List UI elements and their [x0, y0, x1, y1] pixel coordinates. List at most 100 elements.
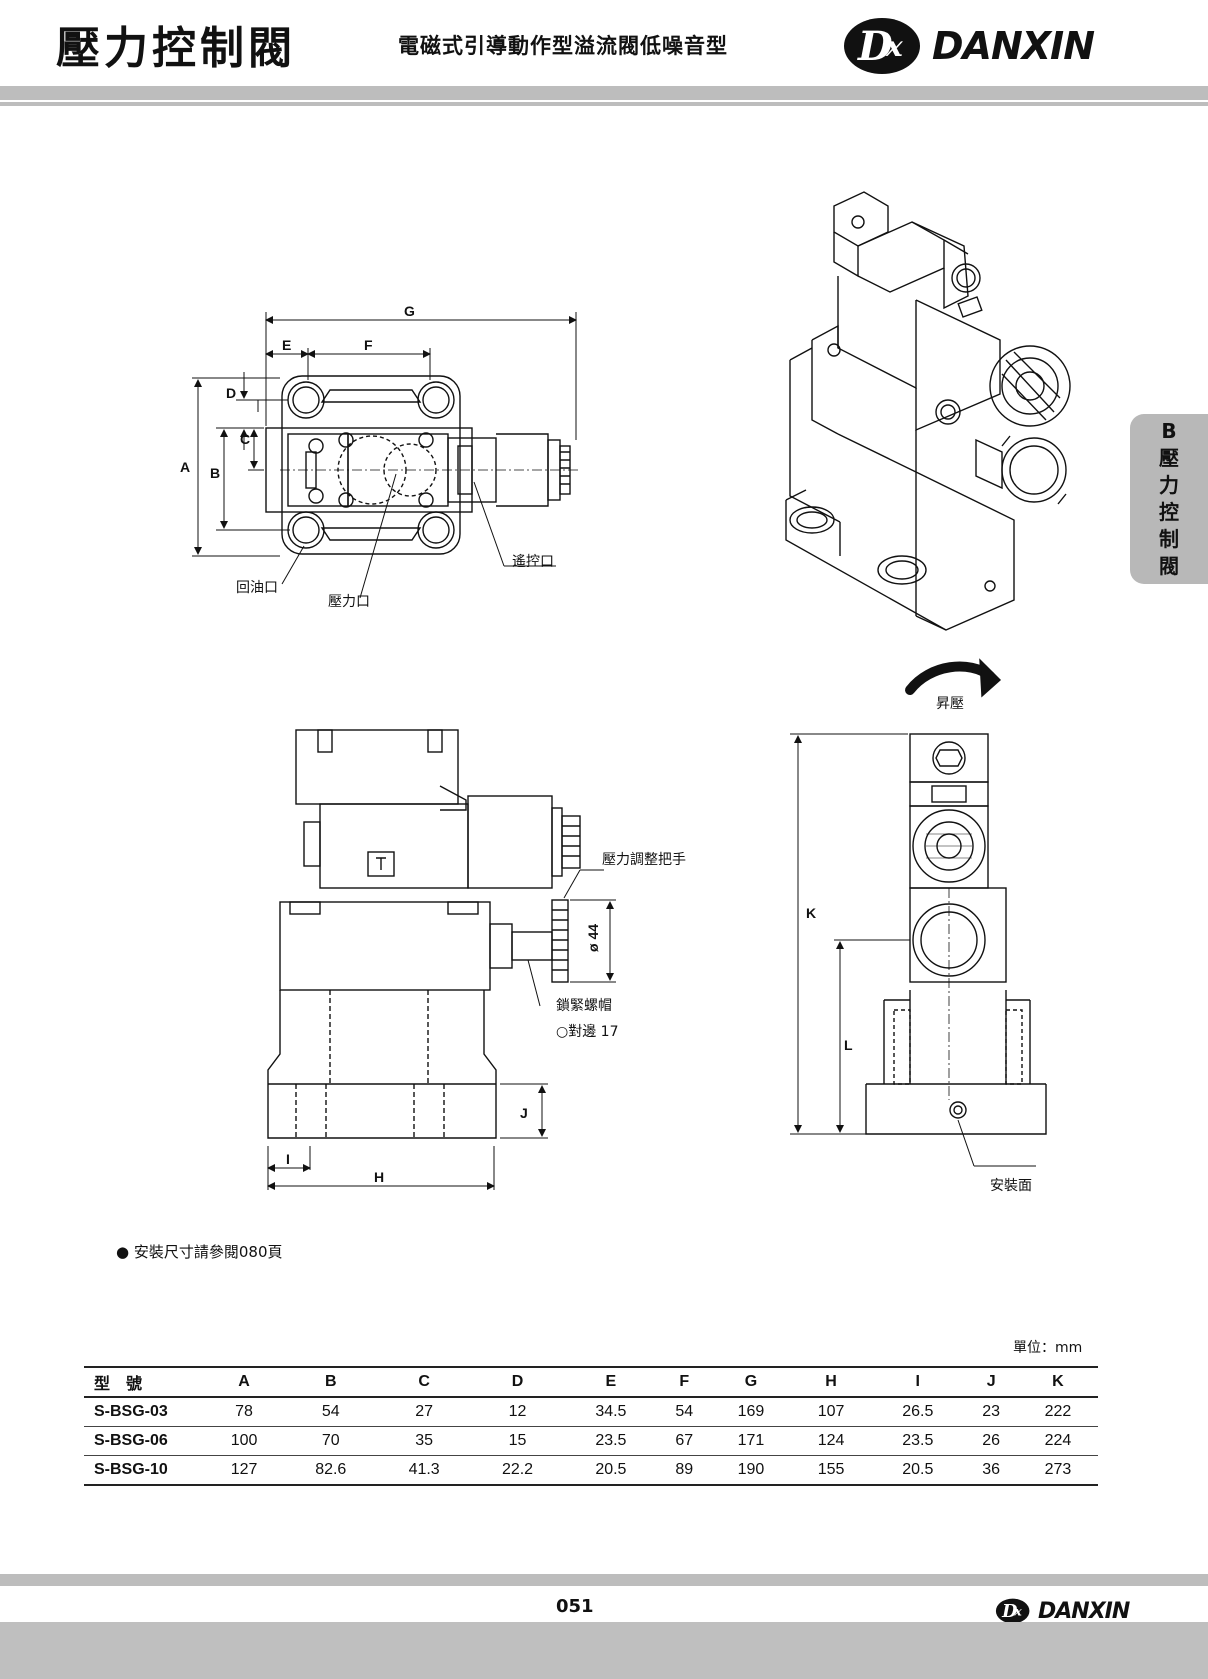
dim-g: G: [404, 303, 415, 319]
unit-label: 單位：mm: [1013, 1340, 1083, 1356]
table-cell: 127: [204, 1455, 285, 1486]
header-bar-thin: [0, 102, 1208, 106]
table-cell: 27: [377, 1397, 471, 1427]
technical-drawing: G E F D C A B 回油口 壓力口 遙控口 昇壓 壓力調整把手 ø 44…: [180, 191, 1071, 1194]
table-cell: 171: [710, 1426, 792, 1456]
footer-band: [0, 1622, 1208, 1679]
label-pressure-port: 壓力口: [328, 594, 370, 610]
col-header: I: [871, 1367, 965, 1398]
top-view: [265, 375, 580, 555]
table-cell: 273: [1017, 1455, 1098, 1486]
col-header: A: [204, 1367, 285, 1398]
col-header: K: [1017, 1367, 1098, 1398]
footer-logo: D x DANXIN: [994, 1596, 1130, 1626]
table-cell: 169: [710, 1397, 792, 1427]
dx-logo-icon: D x: [844, 18, 920, 74]
page-subtitle: 電磁式引導動作型溢流閥低噪音型: [398, 34, 728, 58]
dim-d: D: [226, 385, 236, 401]
dim-e: E: [282, 337, 291, 353]
front-view: [267, 729, 581, 1139]
col-header: B: [284, 1367, 378, 1398]
section-tab-char: 控: [1159, 500, 1179, 524]
side-view-dimensions: [790, 733, 1036, 1167]
svg-text:x: x: [1013, 1603, 1022, 1618]
page-number: 051: [556, 1596, 594, 1617]
table-cell: 23.5: [564, 1426, 658, 1456]
table-cell: 155: [791, 1455, 872, 1486]
dx-logo-icon: D x: [995, 1598, 1030, 1624]
table-cell: 26.5: [871, 1397, 965, 1427]
table-cell: 22.2: [470, 1455, 565, 1486]
col-header: D: [470, 1367, 565, 1398]
table-row: S-BSG-03 78 54 27 12 34.5 54 169 107 26.…: [84, 1397, 1098, 1427]
table-cell: 82.6: [284, 1455, 378, 1486]
spec-table: 型 號 A B C D E F G H I J K S-BSG-03 78 54…: [84, 1366, 1098, 1486]
col-header: C: [377, 1367, 471, 1398]
table-cell: 190: [710, 1455, 792, 1486]
table-cell: 23: [964, 1397, 1018, 1427]
page-title: 壓力控制閥: [56, 23, 296, 74]
table-cell: 15: [470, 1426, 565, 1456]
table-cell: 41.3: [377, 1455, 471, 1486]
col-header: J: [964, 1367, 1018, 1398]
label-lock-nut: 鎖緊螺帽: [556, 998, 612, 1014]
table-cell: 26: [964, 1426, 1018, 1456]
col-header: H: [791, 1367, 872, 1398]
dim-c: C: [240, 431, 250, 447]
table-cell: 224: [1017, 1426, 1098, 1456]
label-remote-port: 遙控口: [512, 554, 554, 570]
table-cell: 89: [657, 1455, 711, 1486]
table-cell: 124: [791, 1426, 872, 1456]
table-cell: 36: [964, 1455, 1018, 1486]
isometric-view: [785, 191, 1071, 631]
label-return-port: 回油口: [236, 580, 278, 596]
table-cell: 67: [657, 1426, 711, 1456]
footer-bar: [0, 1574, 1208, 1586]
table-cell: 222: [1017, 1397, 1098, 1427]
col-header: E: [564, 1367, 658, 1398]
brand-logo: D x DANXIN: [842, 12, 1095, 80]
dim-l: L: [844, 1037, 853, 1053]
section-tab: B 壓 力 控 制 閥: [1130, 414, 1208, 584]
install-note: ● 安裝尺寸請參閱080頁: [116, 1243, 283, 1261]
table-row: S-BSG-06 100 70 35 15 23.5 67 171 124 23…: [84, 1426, 1098, 1456]
svg-text:D: D: [857, 23, 893, 70]
side-view: [865, 658, 1047, 1135]
table-cell: 35: [377, 1426, 471, 1456]
table-cell: 70: [284, 1426, 378, 1456]
dim-j: J: [520, 1105, 528, 1121]
table-cell: 78: [204, 1397, 285, 1427]
svg-text:D: D: [1001, 1601, 1018, 1622]
dim-k: K: [806, 905, 816, 921]
section-tab-char: 制: [1159, 527, 1179, 551]
dim-i: I: [286, 1151, 290, 1167]
brand-name: DANXIN: [932, 24, 1095, 68]
dim-h: H: [374, 1169, 384, 1185]
table-row: S-BSG-10 127 82.6 41.3 22.2 20.5 89 190 …: [84, 1455, 1098, 1486]
table-cell: 34.5: [564, 1397, 658, 1427]
table-cell: 12: [470, 1397, 565, 1427]
cell-model: S-BSG-06: [84, 1426, 204, 1456]
section-tab-char: 壓: [1159, 446, 1179, 470]
col-header-model: 型 號: [84, 1367, 204, 1398]
table-cell: 54: [657, 1397, 711, 1427]
cell-model: S-BSG-03: [84, 1397, 204, 1427]
top-view-dimensions: [192, 312, 577, 599]
table-cell: 20.5: [564, 1455, 658, 1486]
svg-text:x: x: [885, 30, 903, 63]
front-view-dimensions: [267, 869, 616, 1190]
dim-diameter: ø 44: [585, 924, 601, 952]
dim-b: B: [210, 465, 220, 481]
table-cell: 23.5: [871, 1426, 965, 1456]
col-header: F: [657, 1367, 711, 1398]
label-adjust-handle: 壓力調整把手: [602, 852, 686, 868]
dim-a: A: [180, 459, 190, 475]
section-tab-char: 力: [1159, 473, 1179, 497]
table-cell: 54: [284, 1397, 378, 1427]
label-mount-face: 安裝面: [990, 1178, 1032, 1194]
table-header-row: 型 號 A B C D E F G H I J K: [84, 1367, 1098, 1398]
label-pressure-up: 昇壓: [936, 696, 964, 712]
section-tab-char: B: [1161, 419, 1177, 443]
table-cell: 100: [204, 1426, 285, 1456]
table-cell: 20.5: [871, 1455, 965, 1486]
